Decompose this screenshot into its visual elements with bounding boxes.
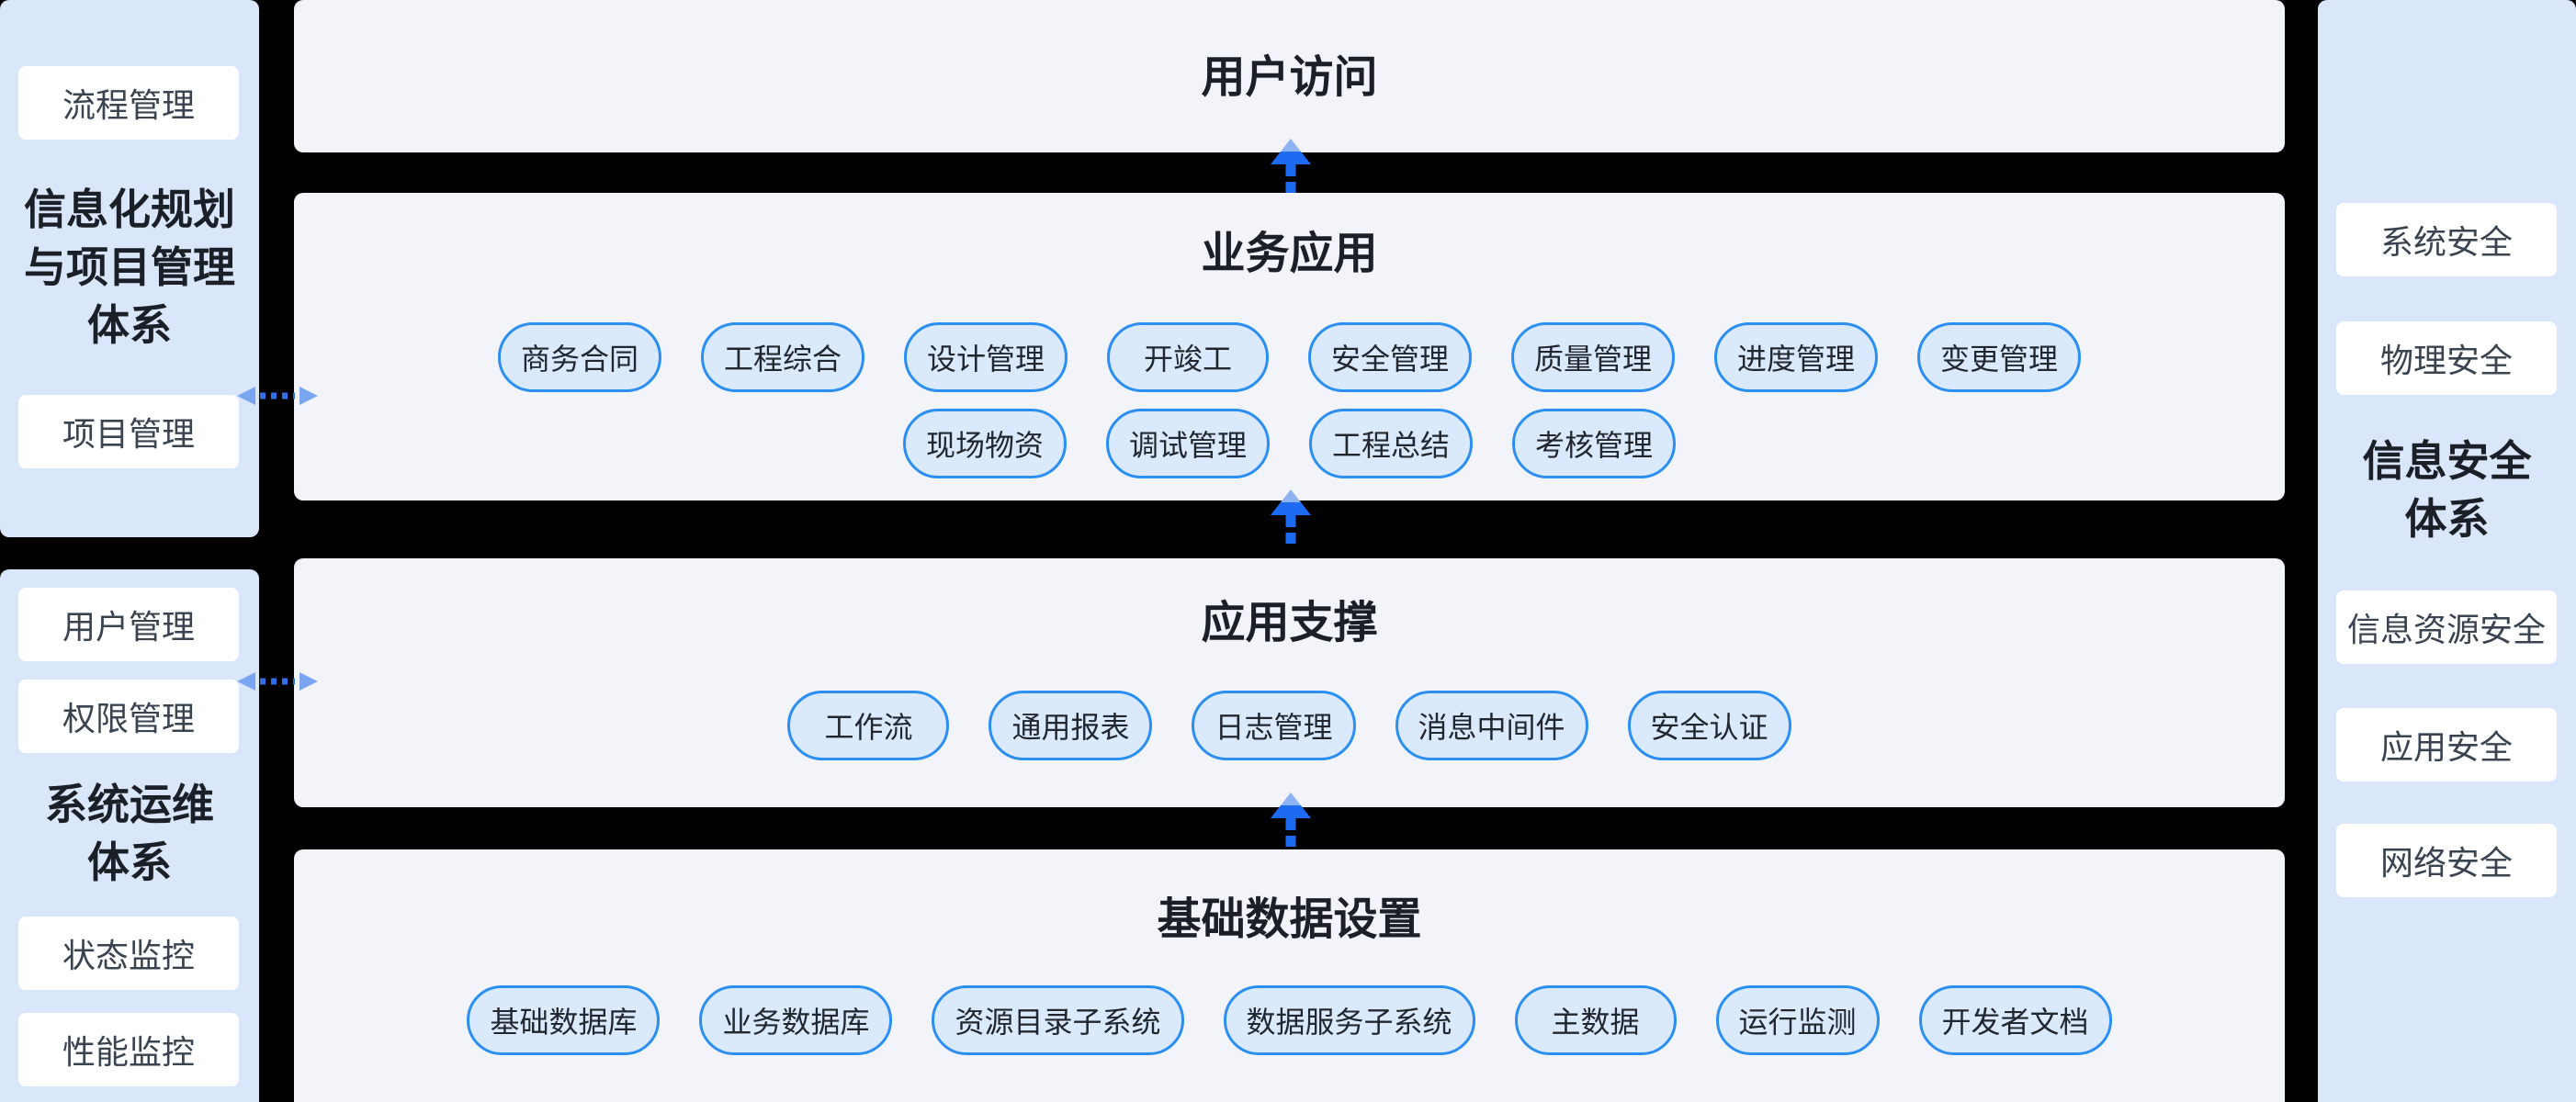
double-arrow-icon bbox=[237, 672, 318, 691]
pill-log-management: 日志管理 bbox=[1192, 691, 1356, 760]
chip-label: 信息资源安全 bbox=[2346, 612, 2546, 649]
chip-process-management: 流程管理 bbox=[18, 66, 239, 140]
pill-project-summary: 工程总结 bbox=[1309, 409, 1474, 478]
pill-developer-docs: 开发者文档 bbox=[1918, 985, 2112, 1055]
chip-physical-security: 物理安全 bbox=[2336, 321, 2557, 395]
chip-system-security: 系统安全 bbox=[2336, 203, 2557, 276]
pill-master-data: 主数据 bbox=[1514, 985, 1677, 1055]
panel-title-line: 信息安全 bbox=[2362, 436, 2532, 486]
panel-title-line: 系统运维 bbox=[45, 780, 214, 829]
chip-label: 系统安全 bbox=[2379, 224, 2513, 262]
chip-label: 物理安全 bbox=[2379, 343, 2513, 380]
arrow-up-icon bbox=[1271, 489, 1311, 544]
chip-performance-monitoring: 性能监控 bbox=[18, 1013, 239, 1086]
pill-site-materials: 现场物资 bbox=[902, 409, 1067, 478]
panel-title-information-security: 信息安全 体系 bbox=[2318, 433, 2576, 548]
pill-basic-database: 基础数据库 bbox=[467, 985, 661, 1055]
pill-workflow: 工作流 bbox=[787, 691, 950, 760]
band-basic-data-settings: 基础数据设置 基础数据库 业务数据库 资源目录子系统 数据服务子系统 主数据 运… bbox=[294, 849, 2285, 1102]
pill-data-service-subsystem: 数据服务子系统 bbox=[1223, 985, 1475, 1055]
panel-title-line: 信息化规划 bbox=[24, 185, 235, 234]
chip-label: 用户管理 bbox=[62, 609, 195, 647]
band-title-basic-data-settings: 基础数据设置 bbox=[1157, 894, 1422, 945]
chip-label: 状态监控 bbox=[62, 938, 195, 975]
pill-progress-management: 进度管理 bbox=[1714, 322, 1879, 392]
panel-title-system-operations: 系统运维 体系 bbox=[0, 776, 259, 892]
chip-network-security: 网络安全 bbox=[2336, 824, 2557, 897]
chip-permission-management: 权限管理 bbox=[18, 680, 239, 753]
pill-operation-monitoring: 运行监测 bbox=[1715, 985, 1880, 1055]
pill-business-contract: 商务合同 bbox=[497, 322, 661, 392]
panel-title-line: 与项目管理 bbox=[24, 242, 235, 292]
pill-quality-management: 质量管理 bbox=[1511, 322, 1676, 392]
pill-design-management: 设计管理 bbox=[903, 322, 1068, 392]
chip-label: 权限管理 bbox=[62, 701, 195, 738]
pill-change-management: 变更管理 bbox=[1917, 322, 2082, 392]
panel-info-planning: 流程管理 信息化规划 与项目管理 体系 项目管理 bbox=[0, 0, 259, 537]
chip-application-security: 应用安全 bbox=[2336, 708, 2557, 782]
panel-title-line: 体系 bbox=[2404, 494, 2490, 544]
pill-business-database: 业务数据库 bbox=[699, 985, 893, 1055]
chip-info-resource-security: 信息资源安全 bbox=[2336, 590, 2557, 664]
pill-security-authentication: 安全认证 bbox=[1627, 691, 1791, 760]
band-title-user-access: 用户访问 bbox=[1201, 51, 1378, 103]
pill-assessment-management: 考核管理 bbox=[1512, 409, 1677, 478]
chip-label: 流程管理 bbox=[62, 87, 195, 125]
pill-row: 现场物资 调试管理 工程总结 考核管理 bbox=[294, 409, 2285, 478]
pill-safety-management: 安全管理 bbox=[1307, 322, 1472, 392]
pill-row: 基础数据库 业务数据库 资源目录子系统 数据服务子系统 主数据 运行监测 开发者… bbox=[294, 985, 2285, 1055]
panel-title-line: 体系 bbox=[87, 838, 172, 887]
band-business-applications: 业务应用 商务合同 工程综合 设计管理 开竣工 安全管理 质量管理 进度管理 变… bbox=[294, 193, 2285, 500]
pill-commencement-completion: 开竣工 bbox=[1106, 322, 1269, 392]
pill-general-reports: 通用报表 bbox=[989, 691, 1153, 760]
band-title-application-support: 应用支撑 bbox=[1201, 597, 1378, 648]
chip-label: 性能监控 bbox=[62, 1034, 195, 1072]
arrow-up-icon bbox=[1271, 139, 1311, 193]
band-user-access: 用户访问 bbox=[294, 0, 2285, 152]
panel-title-line: 体系 bbox=[87, 300, 172, 350]
pill-commissioning-management: 调试管理 bbox=[1105, 409, 1270, 478]
pill-row: 商务合同 工程综合 设计管理 开竣工 安全管理 质量管理 进度管理 变更管理 bbox=[294, 322, 2285, 392]
chip-user-management: 用户管理 bbox=[18, 588, 239, 661]
pill-resource-catalog-subsystem: 资源目录子系统 bbox=[932, 985, 1184, 1055]
double-arrow-icon bbox=[237, 387, 318, 405]
panel-system-operations: 用户管理 权限管理 系统运维 体系 状态监控 性能监控 bbox=[0, 569, 259, 1102]
chip-label: 网络安全 bbox=[2379, 845, 2513, 883]
chip-label: 应用安全 bbox=[2379, 729, 2513, 767]
chip-project-management: 项目管理 bbox=[18, 395, 239, 468]
arrow-up-icon bbox=[1271, 793, 1311, 847]
chip-label: 项目管理 bbox=[62, 416, 195, 454]
panel-title-info-planning: 信息化规划 与项目管理 体系 bbox=[0, 181, 259, 354]
band-title-business-applications: 业务应用 bbox=[1201, 228, 1378, 279]
chip-status-monitoring: 状态监控 bbox=[18, 916, 239, 990]
pill-row: 工作流 通用报表 日志管理 消息中间件 安全认证 bbox=[294, 691, 2285, 760]
panel-information-security: 系统安全 物理安全 信息安全 体系 信息资源安全 应用安全 网络安全 bbox=[2318, 0, 2576, 1102]
band-application-support: 应用支撑 工作流 通用报表 日志管理 消息中间件 安全认证 bbox=[294, 558, 2285, 807]
pill-message-middleware: 消息中间件 bbox=[1395, 691, 1588, 760]
pill-engineering-overview: 工程综合 bbox=[700, 322, 864, 392]
